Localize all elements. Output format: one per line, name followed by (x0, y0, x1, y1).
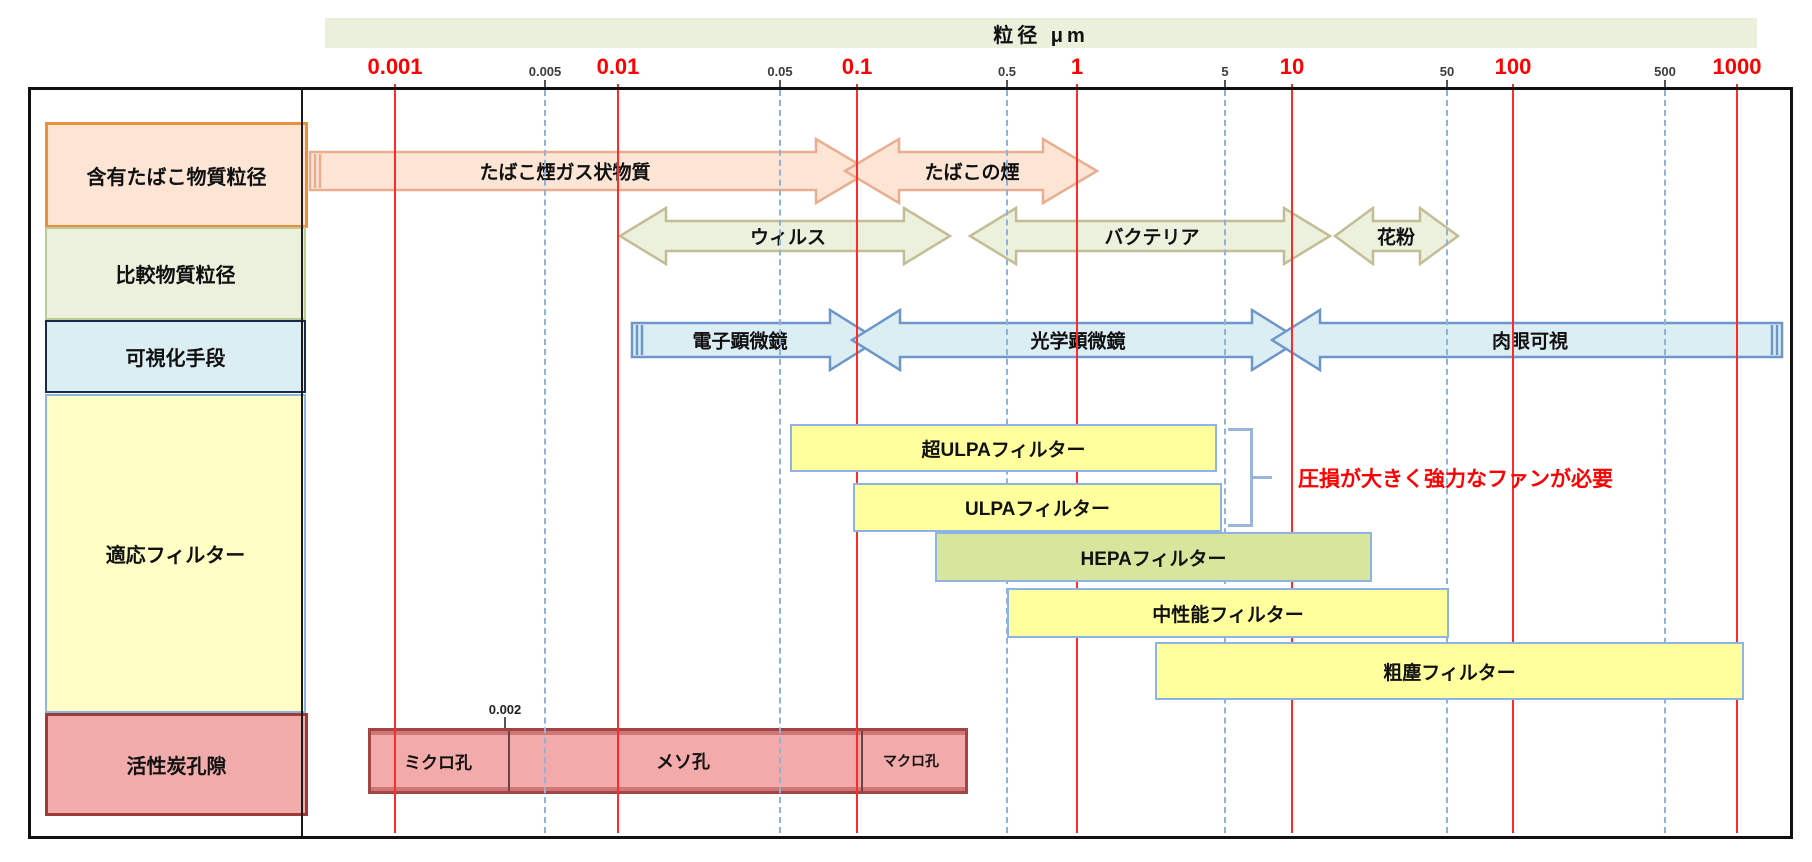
arrow-naked-eye: 肉眼可視 (1270, 308, 1784, 372)
bar-label: 中性能フィルター (1152, 604, 1304, 626)
axis-tick-stub (1224, 80, 1226, 90)
arrow-electron-microscope: 電子顕微鏡 (630, 308, 880, 372)
sidebar-row-tobacco: 含有たばこ物質粒径 (45, 122, 308, 228)
carbon-pore-bar: ミクロ孔 メソ孔 マクロ孔 (368, 728, 968, 794)
gridline-major (1736, 84, 1738, 833)
gridline-minor (1664, 90, 1666, 833)
gridline-major (1512, 84, 1514, 833)
sidebar-row-comparison: 比較物質粒径 (45, 227, 306, 320)
gridline-minor (1224, 90, 1226, 833)
axis-tick-minor: 0.5 (997, 64, 1017, 79)
axis-tick-stub (1664, 80, 1666, 90)
gridline-minor (779, 90, 781, 833)
gridline-major (617, 84, 619, 833)
gridline-major (1291, 84, 1293, 833)
arrow-pollen: 花粉 (1333, 206, 1460, 266)
axis-tick-major: 1 (1070, 54, 1084, 79)
axis-tick-minor: 50 (1439, 64, 1455, 79)
bracket-spine (1250, 428, 1253, 527)
axis-tick-major: 100 (1494, 54, 1532, 79)
sidebar-row-filters: 適応フィルター (45, 394, 306, 713)
arrow-label: 光学顕微鏡 (1030, 331, 1126, 353)
arrow-bacteria: バクテリア (968, 206, 1332, 266)
carbon-divider-tick (504, 717, 506, 728)
axis-tick-major: 1000 (1712, 54, 1762, 79)
axis-tick-major: 0.01 (596, 54, 640, 79)
arrow-label: 電子顕微鏡 (692, 331, 788, 353)
bracket-bottom-arm (1228, 524, 1252, 527)
arrow-tobacco-gas: たばこ煙ガス状物質 (308, 137, 872, 205)
carbon-segment-label-macro: マクロ孔 (883, 753, 939, 769)
axis-tick-major: 0.1 (841, 54, 873, 79)
axis-tick-stub (544, 80, 546, 90)
arrow-virus: ウィルス (618, 206, 952, 266)
bracket-tick (1252, 476, 1272, 479)
sidebar-row-visualization: 可視化手段 (45, 320, 306, 393)
axis-tick-stub (779, 80, 781, 90)
arrow-tobacco-smoke: たばこの煙 (843, 137, 1099, 205)
gridline-minor (544, 90, 546, 833)
bar-label: 粗塵フィルター (1383, 662, 1516, 684)
axis-tick-minor: 0.05 (767, 64, 793, 79)
carbon-segment-divider (861, 731, 863, 791)
plot-area-divider (301, 87, 303, 836)
bar-label: HEPAフィルター (1080, 548, 1227, 570)
bracket-top-arm (1228, 428, 1252, 431)
bar-coarse-dust-filter: 粗塵フィルター (1155, 642, 1744, 700)
carbon-segment-label-micro: ミクロ孔 (404, 753, 472, 773)
arrow-label: たばこの煙 (924, 162, 1020, 184)
carbon-divider-value: 0.002 (488, 702, 522, 717)
arrow-label: バクテリア (1104, 227, 1200, 249)
arrow-label: たばこ煙ガス状物質 (479, 162, 651, 184)
sidebar-label: 活性炭孔隙 (126, 756, 227, 778)
gridline-minor (1446, 90, 1448, 833)
sidebar-label: 比較物質粒径 (115, 265, 236, 287)
axis-title: 粒径 μm (993, 24, 1089, 47)
axis-tick-stub (1006, 80, 1008, 90)
gridline-major (394, 84, 396, 833)
bar-ulpa-filter: ULPAフィルター (853, 483, 1222, 532)
bar-label: ULPAフィルター (965, 499, 1110, 520)
bar-hepa-filter: HEPAフィルター (935, 532, 1372, 582)
axis-title-band: 粒径 μm (325, 18, 1757, 48)
bar-ultra-ulpa-filter: 超ULPAフィルター (790, 424, 1217, 472)
axis-tick-major: 10 (1279, 54, 1305, 79)
bar-medium-performance-filter: 中性能フィルター (1007, 588, 1449, 638)
sidebar-label: 適応フィルター (105, 545, 246, 567)
axis-tick-minor: 0.005 (528, 64, 562, 79)
arrow-label: 肉眼可視 (1491, 331, 1569, 353)
arrow-label: ウィルス (749, 227, 827, 249)
carbon-segment-label-meso: メソ孔 (656, 752, 710, 772)
bar-label: 超ULPAフィルター (921, 439, 1086, 461)
arrow-label: 花粉 (1376, 227, 1416, 249)
axis-tick-minor: 500 (1654, 64, 1676, 79)
sidebar-label: 含有たばこ物質粒径 (86, 166, 267, 189)
axis-tick-stub (1446, 80, 1448, 90)
sidebar-row-carbon: 活性炭孔隙 (45, 713, 308, 816)
sidebar-label: 可視化手段 (125, 348, 226, 370)
carbon-segment-divider (508, 731, 510, 791)
pressure-loss-note: 圧損が大きく強力なファンが必要 (1298, 468, 1613, 491)
axis-tick-minor: 5 (1221, 64, 1229, 79)
axis-tick-major: 0.001 (367, 54, 423, 79)
